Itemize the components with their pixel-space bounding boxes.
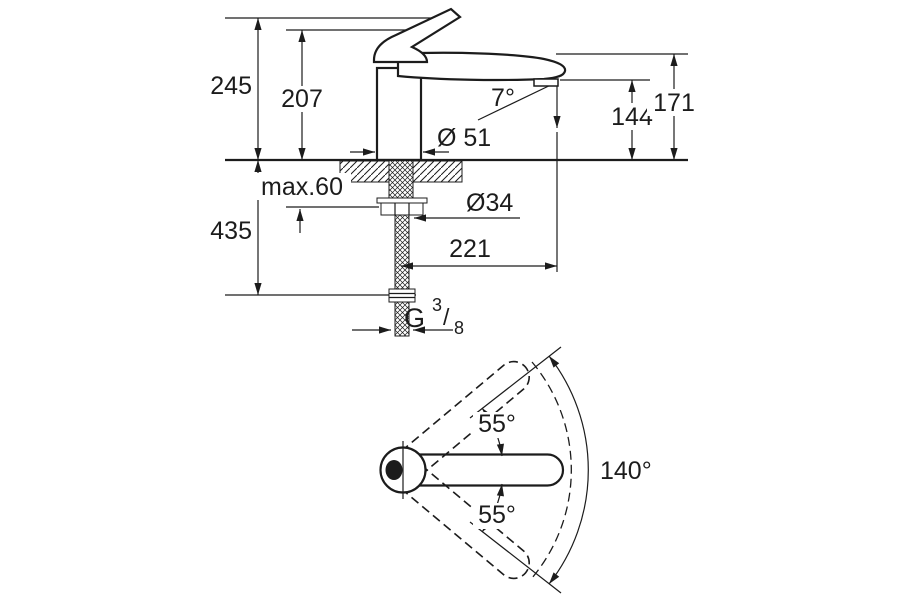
swivel-upper-label: 55° — [478, 410, 516, 438]
dim-435-label: 435 — [210, 217, 252, 245]
dim-d34-label: Ø34 — [466, 189, 513, 217]
side-view: 245 207 7° 144 171 Ø 51 max.60 Ø34 435 2… — [210, 7, 701, 338]
thread-slash-label: / — [443, 304, 450, 330]
handle-top-view — [385, 460, 403, 480]
total-swivel-arc-140 — [548, 355, 589, 585]
swivel-lower-label: 55° — [478, 501, 516, 529]
mounting-nut — [380, 202, 424, 216]
dim-207-label: 207 — [281, 85, 323, 113]
dim-221-label: 221 — [449, 235, 491, 263]
label-bg — [276, 86, 328, 112]
swivel-limit-line-upper — [469, 346, 562, 419]
washer — [376, 197, 428, 204]
swivel-limit-line-lower — [469, 521, 562, 594]
flexible-hose — [394, 214, 410, 290]
threaded-shank — [388, 159, 414, 199]
label-bg — [253, 173, 351, 200]
label-bg — [473, 503, 521, 529]
dim-max60-label: max.60 — [261, 173, 343, 201]
label-bg — [473, 412, 521, 438]
dim-245-label: 245 — [210, 72, 252, 100]
plan-view: 55° 55° 140° — [379, 346, 652, 594]
counter-section-right — [412, 160, 463, 183]
swivel-total-label: 140° — [600, 457, 652, 485]
spout-angle-line — [477, 81, 558, 121]
thread-end-g38 — [394, 301, 410, 337]
dim-171-label: 171 — [653, 89, 695, 117]
thread-g-label: G — [404, 303, 425, 333]
dim-d51-label: Ø 51 — [437, 124, 491, 152]
faucet-handle-lever — [372, 7, 462, 64]
faucet-body — [375, 66, 423, 162]
thread-denominator-label: 8 — [454, 318, 464, 338]
swivel-range-dashed-arc — [531, 361, 572, 579]
label-bg — [647, 89, 701, 116]
faucet-spout — [396, 51, 567, 82]
hose-connector — [388, 288, 416, 303]
thread-numerator-label: 3 — [432, 295, 442, 315]
spout-angle-label: 7° — [491, 84, 515, 112]
spout-outlet — [533, 78, 559, 87]
dim-144-label: 144 — [611, 103, 653, 131]
